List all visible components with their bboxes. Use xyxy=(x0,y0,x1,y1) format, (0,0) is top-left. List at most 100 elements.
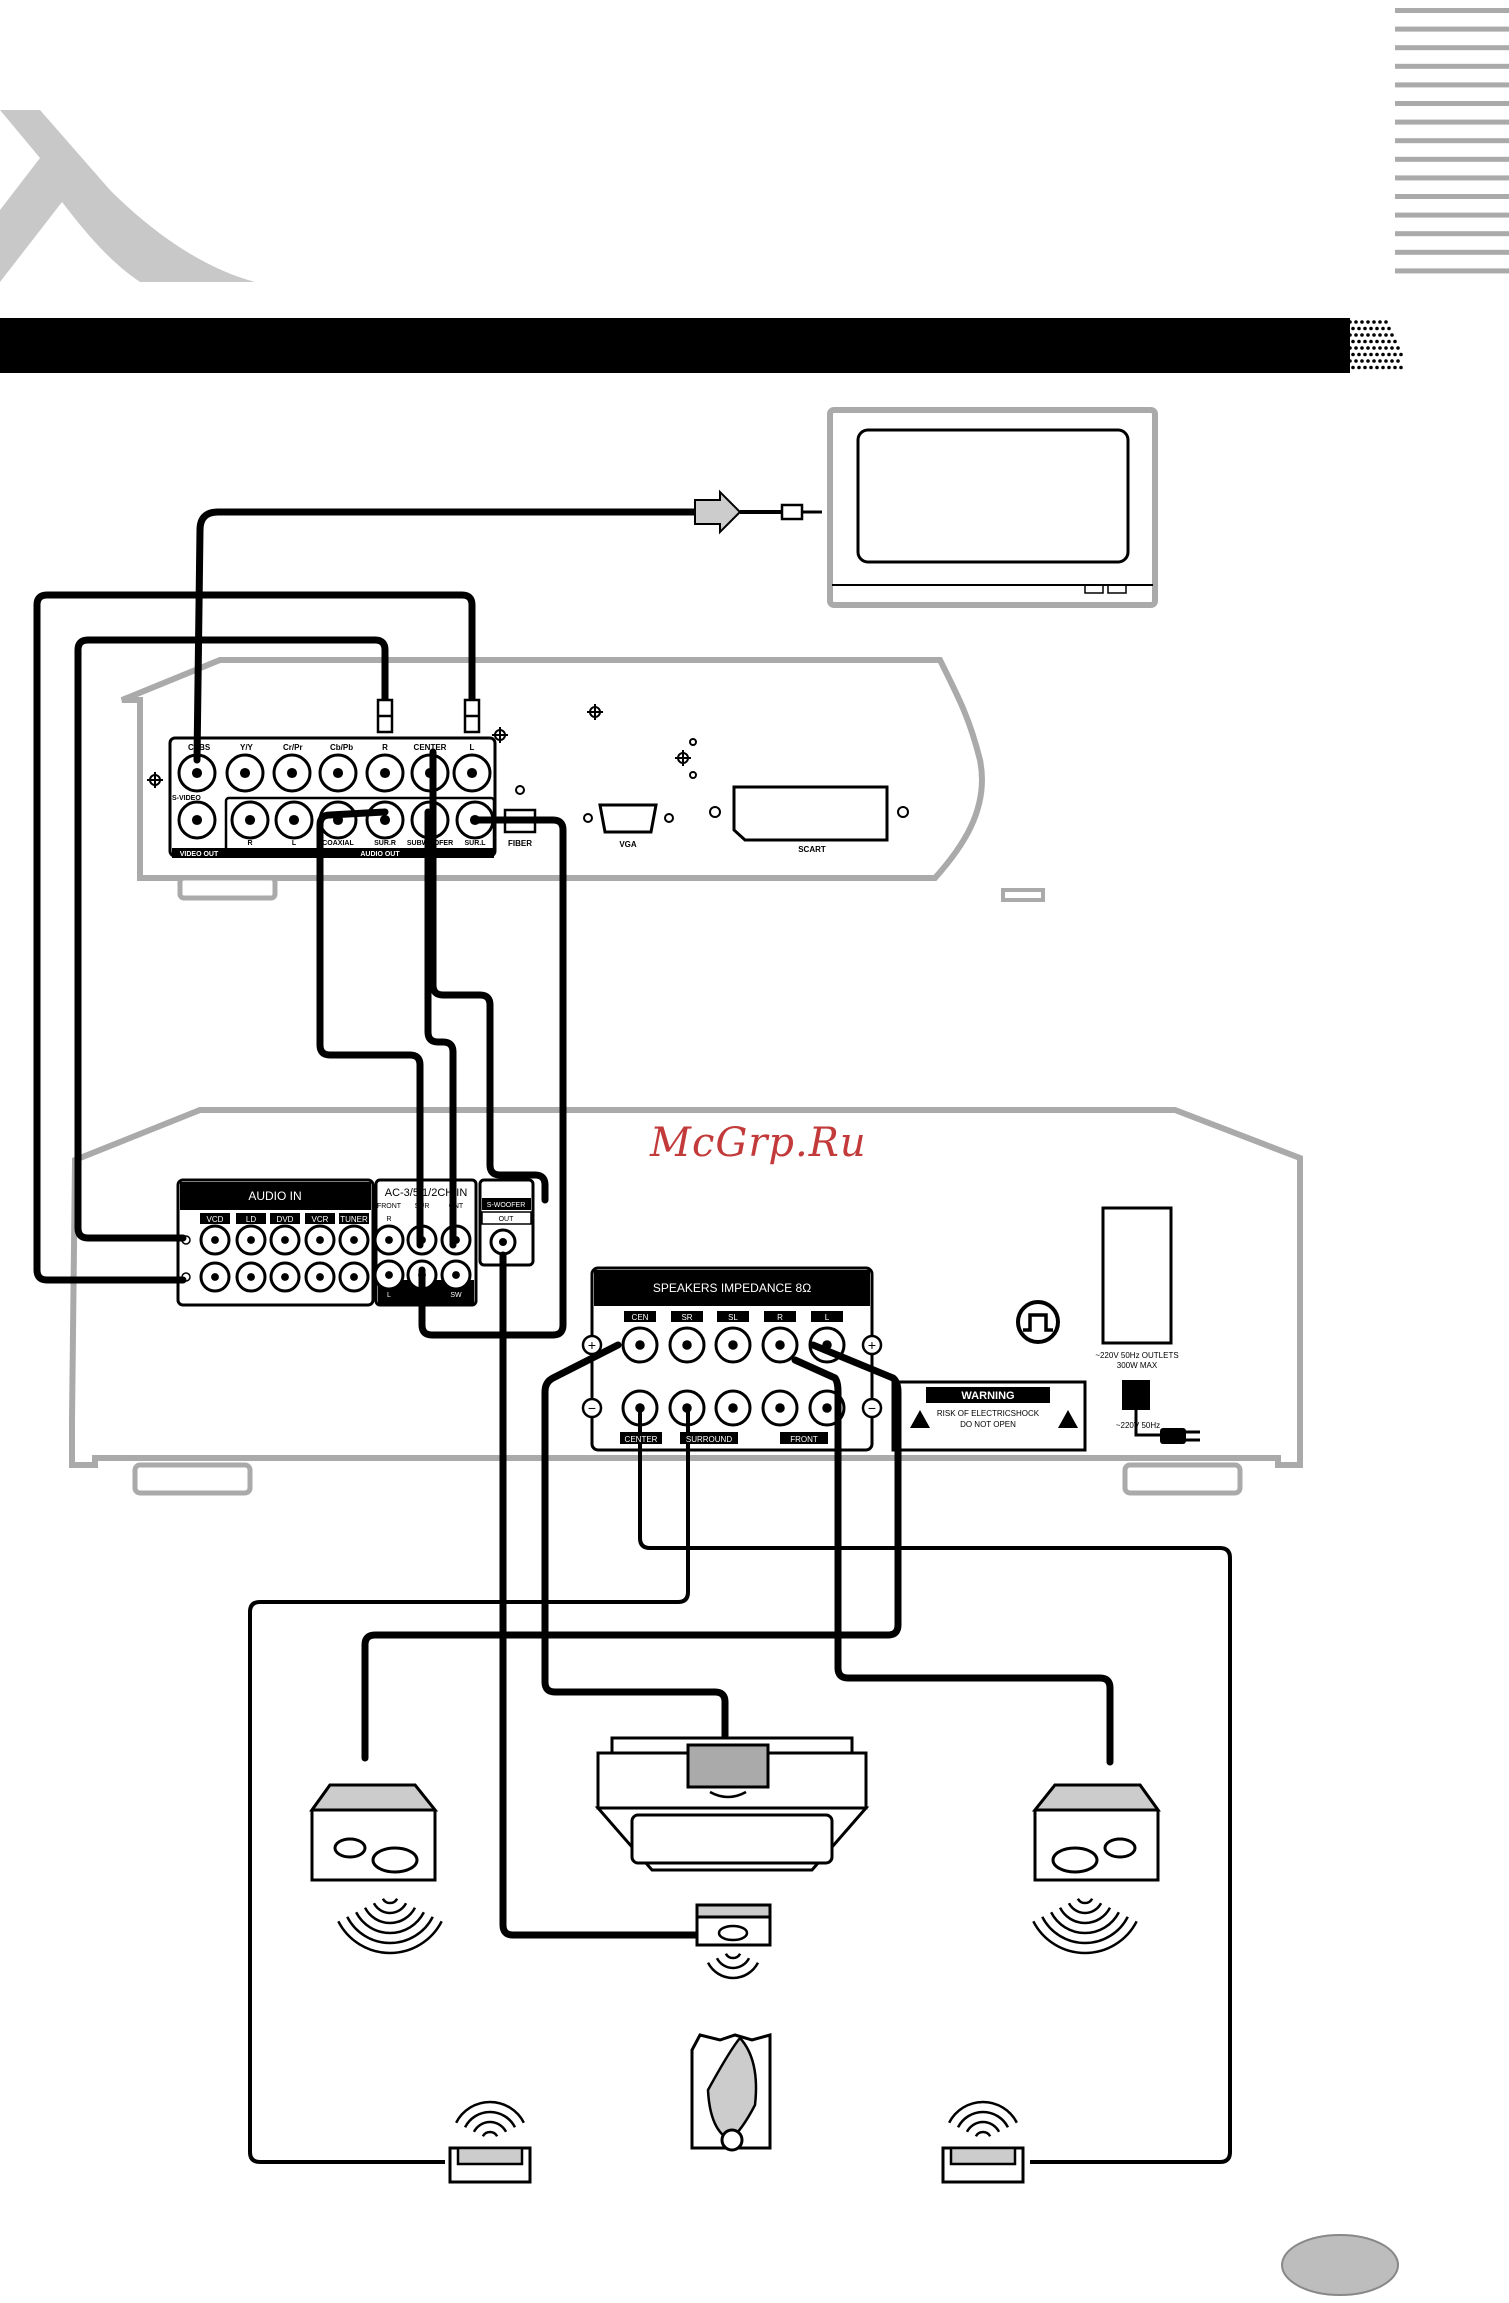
warning-title: WARNING xyxy=(961,1390,1014,1402)
source-label-bg xyxy=(270,1213,300,1224)
header-dot xyxy=(1381,326,1385,331)
ac3-label-r: R xyxy=(386,1216,391,1223)
audio-jack-pin xyxy=(466,767,478,779)
header-dot xyxy=(1363,326,1367,331)
source-jack-top-pin xyxy=(316,1236,324,1244)
speaker-terminal-plus-pin xyxy=(728,1340,738,1350)
header-dot xyxy=(1378,333,1382,337)
sound-wave-arc xyxy=(1050,1911,1120,1935)
header-dot xyxy=(1378,320,1382,324)
header-dot xyxy=(1375,326,1379,331)
speaker-channel-bg xyxy=(624,1311,656,1322)
stripe xyxy=(1395,101,1509,106)
stripe xyxy=(1395,82,1509,88)
sound-wave-arc xyxy=(965,2120,1001,2133)
audio-in-label: AUDIO IN xyxy=(248,1189,301,1203)
thin-cables xyxy=(248,1410,1232,2164)
header-dot xyxy=(1357,326,1361,331)
header-dot xyxy=(1351,339,1355,344)
stripe xyxy=(1395,175,1509,181)
sound-wave-arc xyxy=(363,1907,417,1925)
speaker-terminal-minus-pin xyxy=(728,1403,738,1413)
header-dot xyxy=(1384,320,1388,324)
header-dot xyxy=(1366,320,1370,324)
header-dot xyxy=(1393,352,1397,357)
ac3-jack-bottom-pin xyxy=(385,1271,393,1279)
jack-label-r-bottom: R xyxy=(247,840,252,847)
speakers-title: SPEAKERS IMPEDANCE 8Ω xyxy=(653,1281,811,1295)
speaker-terminal-plus-pin xyxy=(635,1340,645,1350)
subwoofer-label: S-WOOFER xyxy=(487,1202,526,1209)
front-right-speaker xyxy=(1031,1783,1161,1955)
speaker-terminal-plus-pin xyxy=(682,1340,692,1350)
header-dot xyxy=(1360,333,1364,337)
header-dot xyxy=(1351,365,1355,370)
sound-wave-arc xyxy=(463,2110,517,2128)
video-jack-pin xyxy=(191,767,203,779)
sound-wave-arc xyxy=(372,1902,408,1915)
brand-logo xyxy=(0,110,255,282)
speaker-terminal-plus-pin xyxy=(775,1340,785,1350)
header-dot xyxy=(1369,339,1373,344)
source-label: TUNER xyxy=(340,1215,368,1224)
jack-label-l-top: L xyxy=(470,743,475,752)
outlets-line2: 300W MAX xyxy=(1117,1361,1158,1370)
audio-out-label: AUDIO OUT xyxy=(360,851,400,858)
header-dot xyxy=(1384,346,1388,350)
stripe xyxy=(1395,249,1509,255)
center-speaker-tv xyxy=(594,1736,870,1872)
speaker-terminal-minus-pin xyxy=(822,1403,832,1413)
header-dot xyxy=(1357,365,1361,370)
speaker-group-surround: SURROUND xyxy=(686,1435,732,1444)
warning-label xyxy=(891,1380,1087,1452)
header-dot xyxy=(1369,365,1373,370)
stripe xyxy=(1395,194,1509,199)
jack-label-svideo: S-VIDEO xyxy=(172,795,201,802)
dvd-rear-panel xyxy=(147,704,909,858)
audio-jack-pin xyxy=(379,767,391,779)
header-dot xyxy=(1384,333,1388,337)
header-dot xyxy=(1354,320,1358,324)
television xyxy=(827,407,1158,608)
speaker-channel-bg xyxy=(764,1311,796,1322)
jack-label-l-bottom: L xyxy=(292,840,297,847)
ac3-col-front: FRONT xyxy=(377,1203,402,1210)
header-dot xyxy=(1348,320,1352,324)
stripe xyxy=(1395,231,1509,237)
header-dot xyxy=(1396,346,1400,350)
source-jack-top-pin xyxy=(247,1236,255,1244)
source-label-bg xyxy=(200,1213,230,1224)
sound-wave-arc xyxy=(974,2130,992,2138)
header-dot xyxy=(1378,346,1382,350)
ac3-title: AC-3/5.1/2CH IN xyxy=(385,1187,468,1199)
header-dot xyxy=(1366,359,1370,363)
source-label: DVD xyxy=(277,1215,294,1224)
header-dot xyxy=(1384,359,1388,363)
source-jack-top-pin xyxy=(281,1236,289,1244)
warning-line2: DO NOT OPEN xyxy=(960,1420,1016,1429)
speaker-terminal-minus-pin xyxy=(775,1403,785,1413)
header-dot xyxy=(1369,326,1373,331)
subwoofer-out-panel xyxy=(478,1178,535,1267)
warning-line1: RISK OF ELECTRICSHOCK xyxy=(937,1409,1040,1418)
header-dot xyxy=(1363,352,1367,357)
header-dot xyxy=(1360,320,1364,324)
ac3-jack-bottom-pin xyxy=(452,1271,460,1279)
ac3-col-sur: SUR xyxy=(415,1203,430,1210)
stripe xyxy=(1395,138,1509,144)
header-dot xyxy=(1387,352,1391,357)
jack-label-r-top: R xyxy=(382,743,388,752)
header-dot xyxy=(1381,352,1385,357)
header-dot xyxy=(1348,359,1352,363)
header-dot xyxy=(1372,320,1376,324)
header-dot xyxy=(1357,352,1361,357)
ac3-label-sw: SW xyxy=(450,1292,462,1299)
stripe xyxy=(1395,212,1509,218)
vga-label: VGA xyxy=(619,840,637,849)
header-dot xyxy=(1378,359,1382,363)
sound-wave-arc xyxy=(381,1897,399,1905)
stripe xyxy=(1395,156,1509,162)
header-dot xyxy=(1375,352,1379,357)
speaker-group-center: CENTER xyxy=(625,1435,658,1444)
